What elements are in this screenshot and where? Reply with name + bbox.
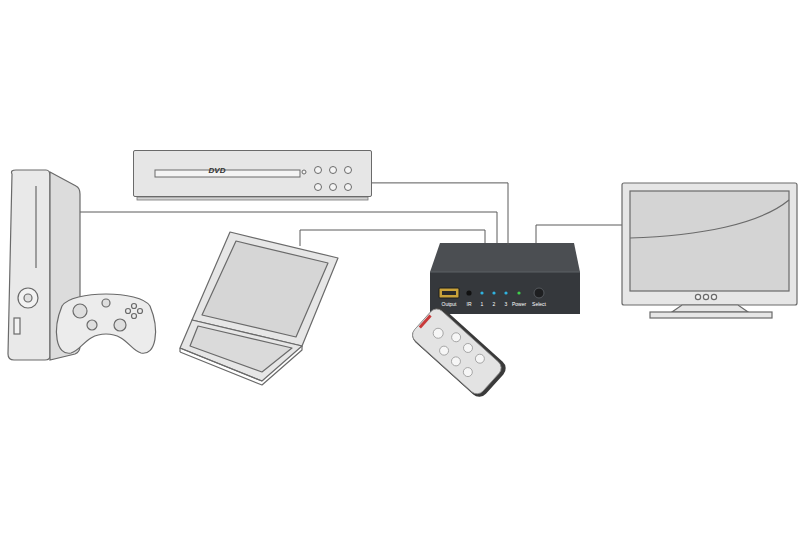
game-controller bbox=[56, 294, 155, 353]
dvd-player-box: DVD bbox=[133, 150, 372, 197]
port-label: Select bbox=[532, 302, 546, 307]
television bbox=[622, 183, 797, 318]
brand-logo: DVD bbox=[209, 167, 226, 175]
port-label: Power bbox=[512, 302, 526, 307]
console-cable bbox=[80, 212, 497, 246]
tv-cable bbox=[536, 225, 622, 246]
port-label: 3 bbox=[505, 302, 508, 307]
hdmi-switch bbox=[430, 243, 580, 314]
port-label: 1 bbox=[481, 302, 484, 307]
remote-control bbox=[409, 304, 510, 401]
dvd-player bbox=[133, 150, 372, 200]
cable-line bbox=[372, 183, 508, 245]
hdmi-switch-box: Output IR 1 2 3 Power Select bbox=[430, 243, 580, 314]
port-label: 2 bbox=[493, 302, 496, 307]
laptop bbox=[180, 232, 338, 385]
port-label: IR bbox=[467, 302, 472, 307]
cable-lines bbox=[80, 212, 622, 246]
port-label: Output bbox=[441, 302, 456, 307]
